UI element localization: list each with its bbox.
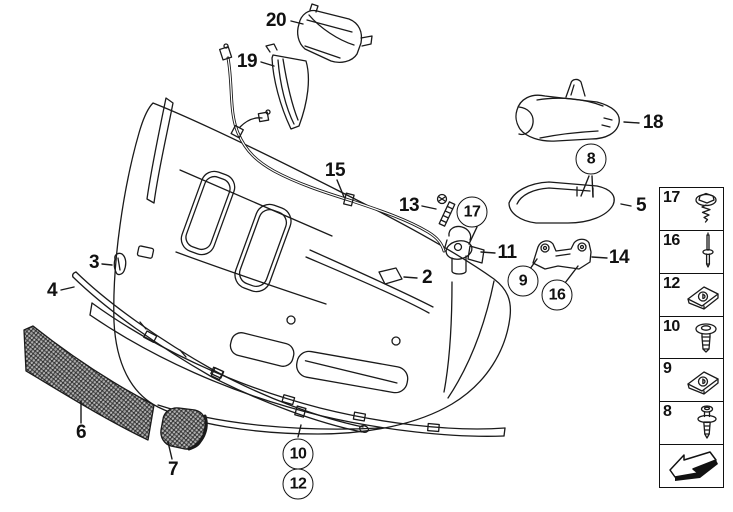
- legend-item-number: 10: [663, 317, 680, 335]
- clip-nut-icon: [687, 371, 719, 396]
- callout-3[interactable]: 3: [88, 252, 100, 273]
- legend-item-12[interactable]: 12: [660, 274, 723, 317]
- headlight-washer-nozzle: [444, 225, 485, 275]
- upper-cover-part: [297, 3, 373, 63]
- legend-item-17[interactable]: 17: [660, 188, 723, 231]
- mounting-bracket: [532, 238, 592, 270]
- callout-6[interactable]: 6: [75, 422, 87, 443]
- clip-nut-icon: [687, 285, 719, 310]
- direction-arrow-icon: [669, 451, 718, 482]
- triangular-sail-panel: [265, 43, 310, 130]
- callout-2[interactable]: 2: [421, 267, 433, 288]
- legend-item-number: 9: [663, 360, 672, 378]
- nozzle-screw: [436, 193, 456, 227]
- legend-item-number: 12: [663, 274, 680, 292]
- legend-item-10[interactable]: 10: [660, 317, 723, 360]
- callout-10[interactable]: 10: [282, 438, 314, 470]
- callout-4[interactable]: 4: [46, 280, 58, 301]
- legend-direction-arrow[interactable]: [660, 445, 723, 487]
- side-open-grid-grille: [160, 407, 208, 451]
- support-strip: [71, 271, 370, 433]
- center-mesh-grille: [23, 325, 155, 441]
- washer-cover-flap: [113, 252, 127, 276]
- callout-16[interactable]: 16: [541, 279, 573, 311]
- callout-17[interactable]: 17: [456, 196, 488, 228]
- callout-11[interactable]: 11: [497, 242, 517, 263]
- legend-item-number: 8: [663, 403, 672, 421]
- legend-item-number: 17: [663, 189, 680, 206]
- callout-14[interactable]: 14: [608, 247, 630, 268]
- callout-5[interactable]: 5: [635, 195, 647, 216]
- callout-18[interactable]: 18: [642, 112, 664, 133]
- callout-9[interactable]: 9: [507, 265, 539, 297]
- expansion-rivet-icon: [697, 405, 717, 439]
- callout-19[interactable]: 19: [236, 51, 258, 72]
- pin-rivet-icon: [702, 232, 714, 268]
- legend-item-9[interactable]: 9: [660, 359, 723, 403]
- callout-8[interactable]: 8: [575, 143, 607, 175]
- adhesive-pad: [378, 267, 403, 285]
- legend-item-number: 16: [663, 231, 680, 249]
- callout-12[interactable]: 12: [282, 468, 314, 500]
- leader-lines: [60, 20, 640, 460]
- callout-7[interactable]: 7: [167, 459, 179, 480]
- callout-20[interactable]: 20: [265, 10, 287, 31]
- hex-screw-icon: [695, 192, 717, 223]
- brake-air-duct: [515, 78, 620, 142]
- dome-rivet-icon: [695, 322, 717, 353]
- callout-15[interactable]: 15: [324, 160, 346, 181]
- washer-fluid-hose: [219, 43, 446, 253]
- legend-item-16[interactable]: 16: [660, 231, 723, 274]
- legend-item-8[interactable]: 8: [660, 402, 723, 446]
- hardware-legend-table: 17 16 12: [659, 187, 724, 488]
- callout-13[interactable]: 13: [398, 195, 420, 216]
